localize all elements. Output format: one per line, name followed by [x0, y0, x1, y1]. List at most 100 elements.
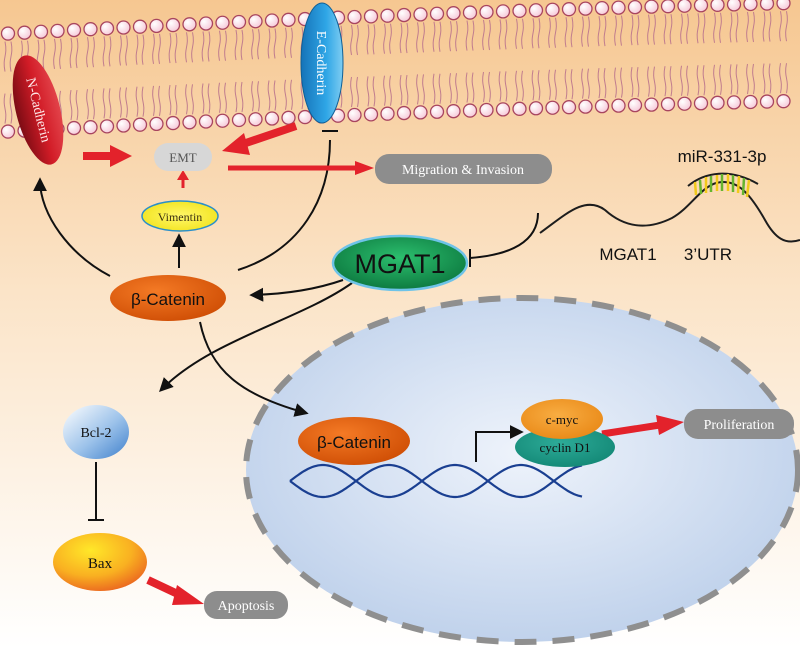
lipid-tail [746, 63, 749, 95]
signaling-arrows [33, 130, 539, 521]
lipid-tail [185, 84, 188, 115]
lipid-tail [531, 18, 535, 49]
lipid-head [677, 96, 692, 111]
lipid-head [116, 20, 131, 35]
lipid-head [363, 9, 379, 24]
lipid-tail [158, 85, 161, 116]
lipid-tail [636, 67, 640, 98]
lipid-head [132, 117, 148, 132]
lipid-tail [488, 19, 491, 51]
lipid-tail [372, 76, 376, 107]
beta-catenin-cytoplasm-node: β-Catenin [110, 275, 226, 321]
lipid-tail [300, 78, 304, 110]
lipid-tail [86, 89, 89, 120]
lipid-tail [135, 86, 139, 117]
vimentin-label: Vimentin [158, 210, 203, 224]
lipid-tail [92, 89, 95, 120]
lipid-head [83, 120, 98, 135]
lipid-tail [383, 75, 386, 106]
lipid-tail [482, 71, 485, 103]
lipid-head [578, 99, 593, 114]
lipid-tail [603, 16, 607, 47]
lipid-tail [686, 65, 689, 96]
lipid-tail [620, 15, 623, 46]
lipid-tail [108, 88, 112, 119]
lipid-head [479, 4, 494, 20]
lipid-tail [141, 34, 145, 65]
lipid-head [677, 0, 692, 13]
lipid-tail [218, 82, 221, 113]
lipid-tail [42, 39, 46, 70]
lipid-tail [267, 28, 271, 59]
lipid-tail [785, 11, 788, 42]
mirna-binding: miR-331-3p MGAT1 3’UTR [539, 147, 800, 264]
lipid-head [165, 17, 181, 33]
lipid-head [0, 124, 16, 139]
lipid-tail [59, 38, 62, 70]
lipid-tail [174, 32, 178, 64]
lipid-tail [779, 63, 782, 94]
lipid-tail [69, 89, 73, 121]
lipid-tail [768, 63, 772, 94]
lipid-head [759, 0, 775, 11]
lipid-head [693, 0, 709, 13]
lipid-head [66, 120, 82, 136]
lipid-tail [399, 74, 403, 106]
lipid-tail [152, 33, 155, 64]
lipid-head [198, 16, 214, 31]
lipid-tail [762, 11, 766, 42]
lipid-tail [603, 68, 607, 99]
lipid-tail [438, 21, 442, 52]
lipid-head [347, 107, 362, 123]
lipid-tail [405, 22, 409, 54]
lipid-head [627, 0, 643, 15]
apoptosis-label: Apoptosis [218, 599, 275, 614]
lipid-tail [735, 12, 739, 43]
lipid-tail [696, 13, 700, 44]
lipid-tail [389, 75, 392, 106]
lipid-tail [515, 70, 518, 101]
mirna-label: miR-331-3p [678, 147, 767, 166]
lipid-tail [251, 81, 254, 112]
lipid-head [231, 112, 247, 128]
dna-helix [289, 463, 583, 499]
lipid-head [726, 95, 742, 110]
lipid-tail [119, 35, 122, 66]
lipid-tail [597, 16, 601, 47]
lipid-tail [729, 64, 733, 95]
lipid-head [264, 13, 280, 28]
lipid-tail [125, 35, 128, 66]
lipid-tail [537, 70, 541, 101]
lipid-tail [521, 18, 524, 49]
lipid-head [743, 94, 758, 110]
bcl2-label: Bcl-2 [80, 426, 111, 441]
migration-invasion-label: Migration & Invasion [402, 163, 524, 178]
lipid-tail [554, 69, 557, 100]
lipid-head [116, 118, 131, 133]
lipid-tail [3, 41, 7, 72]
lipid-tail [531, 70, 535, 101]
lipid-tail [465, 20, 469, 51]
lipid-tail [680, 65, 683, 96]
lipid-tail [75, 89, 79, 121]
lipid-tail [488, 71, 491, 103]
lipid-tail [92, 37, 95, 68]
lipid-tail [251, 29, 254, 60]
arrow-mgat1-to-catenin [249, 279, 344, 302]
emt-label: EMT [169, 150, 197, 165]
lipid-head [429, 6, 445, 21]
lipid-tail [498, 71, 502, 102]
e-cadherin-label: E-Cadherin [313, 31, 328, 96]
lipid-head [429, 104, 445, 119]
lipid-tail [465, 72, 469, 103]
lipid-tail [9, 41, 13, 72]
migration-invasion-node: Migration & Invasion [375, 154, 552, 184]
lipid-tail [416, 74, 419, 105]
lipid-tail [240, 29, 244, 61]
lipid-head [561, 2, 577, 17]
lipid-tail [290, 79, 293, 110]
lipid-tail [647, 66, 650, 97]
lipid-head [99, 21, 115, 36]
lipid-head [611, 0, 626, 15]
